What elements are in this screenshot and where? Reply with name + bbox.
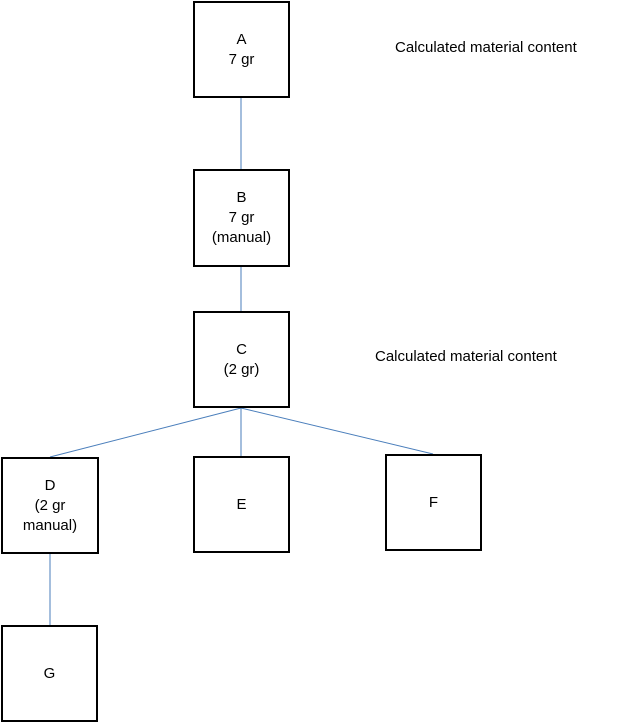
- node-c: C (2 gr): [193, 311, 290, 408]
- node-c-value: (2 gr): [223, 360, 260, 378]
- annotation-top: Calculated material content: [395, 39, 577, 56]
- node-c-label: C: [236, 340, 247, 358]
- node-e-label: E: [236, 495, 247, 513]
- node-b-value: 7 gr: [228, 209, 255, 226]
- node-a: A 7 gr: [193, 1, 290, 98]
- node-a-label: A: [236, 30, 247, 48]
- node-e: E: [193, 456, 290, 553]
- node-f-label: F: [428, 493, 439, 511]
- node-d-value: (2 gr: [34, 496, 66, 514]
- annotation-middle: Calculated material content: [375, 348, 557, 365]
- node-a-value: 7 gr: [228, 50, 255, 68]
- node-d: D (2 gr manual): [1, 457, 99, 554]
- node-d-label: D: [44, 476, 56, 494]
- node-d-note: manual): [22, 516, 78, 534]
- node-b-label: B: [236, 189, 247, 206]
- node-g: G: [1, 625, 98, 722]
- node-b-note: (manual): [211, 229, 272, 246]
- node-f: F: [385, 454, 482, 551]
- connector-c-d: [49, 407, 242, 458]
- connector-c-f: [240, 407, 434, 455]
- node-g-label: G: [43, 664, 56, 682]
- node-b: B 7 gr (manual): [193, 169, 290, 267]
